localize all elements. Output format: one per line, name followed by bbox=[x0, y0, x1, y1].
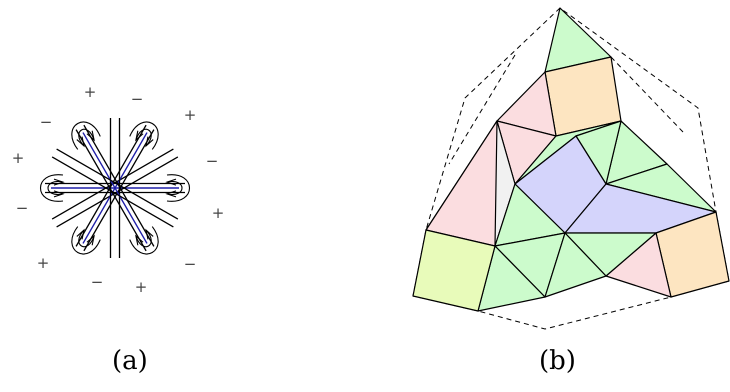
rotation-arrow bbox=[166, 174, 191, 202]
rotation-arrow bbox=[129, 121, 159, 150]
rotation-arrow bbox=[71, 226, 101, 255]
arrowhead bbox=[135, 234, 144, 246]
arrowhead bbox=[86, 234, 95, 246]
plus-sign: + bbox=[84, 83, 97, 101]
arrowhead bbox=[135, 130, 144, 142]
minus-sign: − bbox=[131, 90, 144, 108]
star-accent-line bbox=[82, 132, 148, 244]
arrowhead bbox=[53, 178, 65, 186]
arrowhead bbox=[165, 190, 177, 198]
caption-a: (a) bbox=[112, 346, 148, 376]
rotation-arrow bbox=[71, 121, 101, 150]
arrowhead bbox=[145, 228, 154, 240]
panel-b-tiling-diagram bbox=[412, 7, 730, 330]
star-line bbox=[56, 148, 179, 220]
caption-b: (b) bbox=[539, 346, 576, 376]
dashed-outline bbox=[610, 56, 684, 133]
minus-sign: − bbox=[184, 255, 197, 273]
star-line bbox=[51, 156, 174, 228]
panel-a-star-diagram: +−−++−−++−+− bbox=[12, 83, 225, 296]
dashed-outline bbox=[448, 54, 516, 165]
arrowhead bbox=[53, 190, 65, 198]
square-tile bbox=[412, 229, 496, 312]
arrowhead bbox=[76, 136, 85, 148]
arrowhead bbox=[86, 130, 95, 142]
dashed-outline bbox=[412, 7, 730, 330]
minus-sign: − bbox=[16, 199, 29, 217]
arrowhead bbox=[76, 228, 85, 240]
plus-sign: + bbox=[212, 204, 225, 222]
minus-sign: − bbox=[91, 273, 104, 291]
plus-sign: + bbox=[135, 278, 148, 296]
rotation-arrow bbox=[39, 174, 64, 202]
triangle-tile bbox=[544, 232, 607, 298]
plus-sign: + bbox=[184, 106, 197, 124]
rotation-arrow bbox=[129, 226, 159, 255]
minus-sign: − bbox=[40, 113, 53, 131]
plus-sign: + bbox=[37, 254, 50, 272]
triangle-tile bbox=[425, 120, 498, 247]
arrowhead bbox=[165, 178, 177, 186]
minus-sign: − bbox=[206, 152, 219, 170]
arrowhead bbox=[145, 136, 154, 148]
plus-sign: + bbox=[12, 149, 25, 167]
